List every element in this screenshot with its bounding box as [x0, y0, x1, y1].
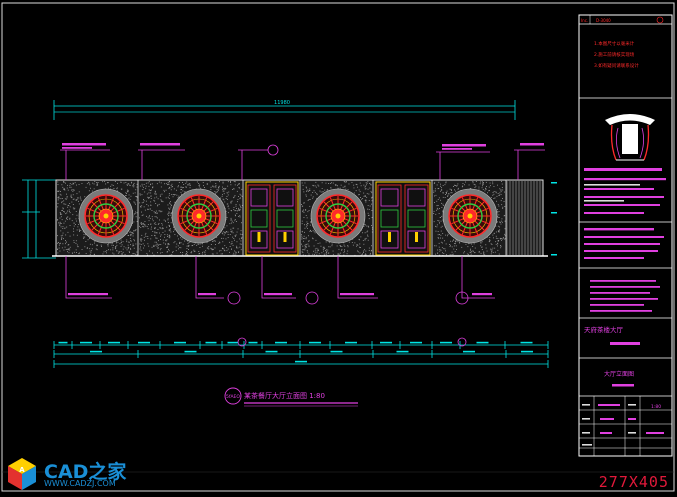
tb-header-mark: [656, 16, 664, 24]
tb-note-2: 2.施工前请核实现场: [594, 51, 635, 58]
bottom-callout-leaders: [65, 256, 495, 299]
right-side-marks: [551, 182, 557, 256]
tb-logo-chair: [605, 114, 655, 161]
title-block: Inc. D-3040 1.本图尺寸以毫米计 2.施工前请核实现场 3.如有疑问…: [578, 14, 673, 457]
dim-section-markers: [237, 337, 467, 347]
round-window-4: [442, 188, 498, 244]
tb-company-info-white: [584, 184, 640, 202]
callout-bubble-top: [267, 144, 279, 156]
tb-info-grid: [579, 396, 672, 456]
plan-title: 某茶餐厅大厅立面图 1:80: [244, 391, 325, 400]
top-callout-text-marks: [62, 143, 544, 150]
bottom-callout-text-marks: [68, 293, 492, 296]
door-panel-left: [245, 181, 299, 256]
tb-drawing-no: D-3040: [596, 18, 611, 23]
sheet-size-label: 277X405: [598, 473, 669, 491]
overall-dimension-text: 11980: [274, 100, 290, 106]
stone-texture: [57, 181, 506, 256]
bottom-callout-bubbles: [227, 291, 469, 305]
top-dimension-chain: [53, 100, 516, 120]
bottom-dimension-text-marks: [58, 341, 533, 363]
tb-header-left: Inc.: [581, 18, 588, 23]
tb-sheet-name: 大厅立面图: [604, 370, 634, 378]
round-window-2: [171, 188, 227, 244]
watermark-url: WWW.CADZJ.COM: [44, 479, 116, 488]
left-vertical-dimensions: [22, 179, 56, 259]
plan-label-bubble: [224, 387, 242, 405]
slat-screen: [506, 181, 541, 255]
plan-label: 5fAEO: [226, 394, 240, 400]
tb-scale: 1:80: [651, 404, 661, 410]
svg-text:A: A: [19, 466, 25, 474]
tb-note-3: 3.如有疑问请联系设计: [594, 62, 639, 69]
tb-description-block: [584, 228, 664, 259]
tb-note-1: 1.本图尺寸以毫米计: [594, 40, 635, 47]
tb-legend-list: [590, 280, 660, 312]
watermark-brand: CAD之家: [44, 461, 127, 483]
watermark-logo-icon: A: [8, 458, 36, 490]
top-callout-leaders: [60, 149, 545, 180]
tb-sheet-sub: [612, 384, 634, 387]
tb-grid-labels: [582, 404, 636, 446]
door-panel-right: [375, 181, 431, 256]
watermark-logo: CAD之家 WWW.CADZJ.COM: [6, 457, 146, 493]
plan-title-block: 5fAEO 某茶餐厅大厅立面图 1:80: [224, 387, 358, 407]
tb-project-sub: [610, 342, 640, 345]
tb-project-name: 天府茶楼大厅: [584, 325, 624, 334]
tb-company-info: [584, 168, 666, 214]
round-window-3: [310, 188, 366, 244]
bottom-dimension-chains: [53, 341, 549, 368]
round-window-1: [78, 188, 134, 244]
tb-grid-values: [598, 404, 664, 434]
